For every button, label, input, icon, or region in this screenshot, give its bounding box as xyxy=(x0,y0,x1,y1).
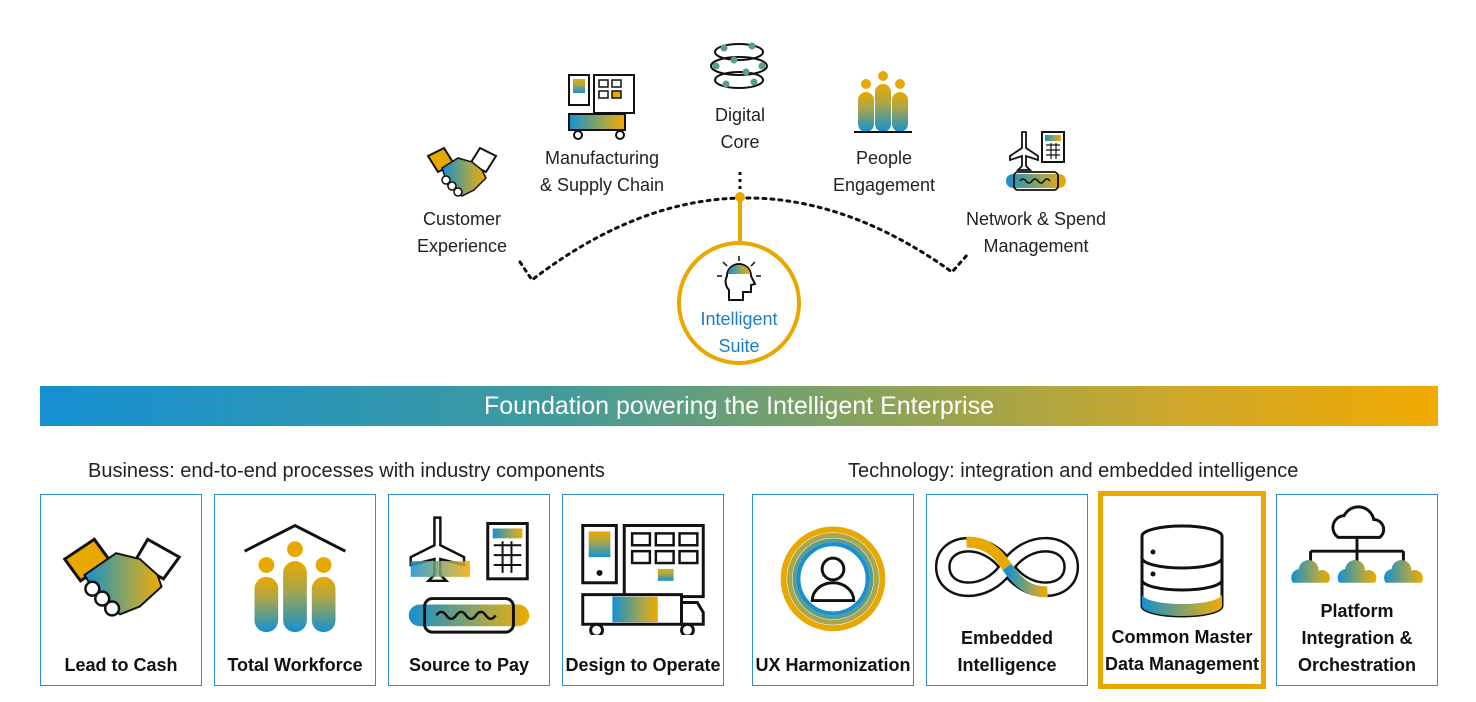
card-label: Source to Pay xyxy=(408,655,530,675)
plane-calculator-icon xyxy=(408,516,530,634)
card-ux-harmonization[interactable]: UX Harmonization xyxy=(752,494,914,686)
foundation-banner: Foundation powering the Intelligent Ente… xyxy=(40,386,1438,426)
card-label: Embedded Intelligence xyxy=(957,628,1057,675)
business-heading: Business: end-to-end processes with indu… xyxy=(88,460,605,482)
technology-heading: Technology: integration and embedded int… xyxy=(848,460,1299,482)
customer-experience-label: Customer Experience xyxy=(416,209,508,256)
factory-icon xyxy=(568,74,635,140)
card-label: Total Workforce xyxy=(227,655,363,675)
card-embedded-intelligence[interactable]: Embedded Intelligence xyxy=(926,494,1088,686)
people-engagement-label: People Engagement xyxy=(832,148,936,195)
intelligent-suite-label: Intelligent Suite xyxy=(700,309,778,356)
factory-icon xyxy=(581,524,705,635)
card-lead-to-cash[interactable]: Lead to Cash xyxy=(40,494,202,686)
card-common-master-data-management[interactable]: Common Master Data Management xyxy=(1098,491,1266,689)
suite-arc xyxy=(518,172,970,283)
people-icon xyxy=(854,71,912,133)
people-house-icon xyxy=(243,523,347,633)
head-lightbulb-icon xyxy=(717,256,761,301)
core-network-icon xyxy=(710,42,768,89)
card-platform-integration-orchestration[interactable]: Platform Integration & Orchestration xyxy=(1276,494,1438,686)
card-source-to-pay[interactable]: Source to Pay xyxy=(388,494,550,686)
cloud-network-icon xyxy=(1291,505,1423,583)
card-label: Design to Operate xyxy=(565,655,721,675)
manufacturing-supply-chain-label: Manufacturing & Supply Chain xyxy=(539,148,665,195)
plane-calculator-icon xyxy=(1006,131,1066,191)
handshake-icon xyxy=(62,537,182,617)
digital-core-label: Digital Core xyxy=(714,105,766,152)
network-spend-management-label: Network & Spend Management xyxy=(965,209,1107,256)
user-circle-icon xyxy=(780,526,886,632)
infinity-icon xyxy=(934,536,1080,598)
handshake-icon xyxy=(426,146,498,197)
card-label: Lead to Cash xyxy=(64,655,178,675)
card-total-workforce[interactable]: Total Workforce xyxy=(214,494,376,686)
database-icon xyxy=(1140,524,1224,618)
card-label: Common Master Data Management xyxy=(1104,627,1260,674)
card-label: Platform Integration & Orchestration xyxy=(1297,601,1417,675)
intelligent-suite-circle xyxy=(677,241,801,365)
card-label: UX Harmonization xyxy=(755,655,911,675)
card-design-to-operate[interactable]: Design to Operate xyxy=(562,494,724,686)
